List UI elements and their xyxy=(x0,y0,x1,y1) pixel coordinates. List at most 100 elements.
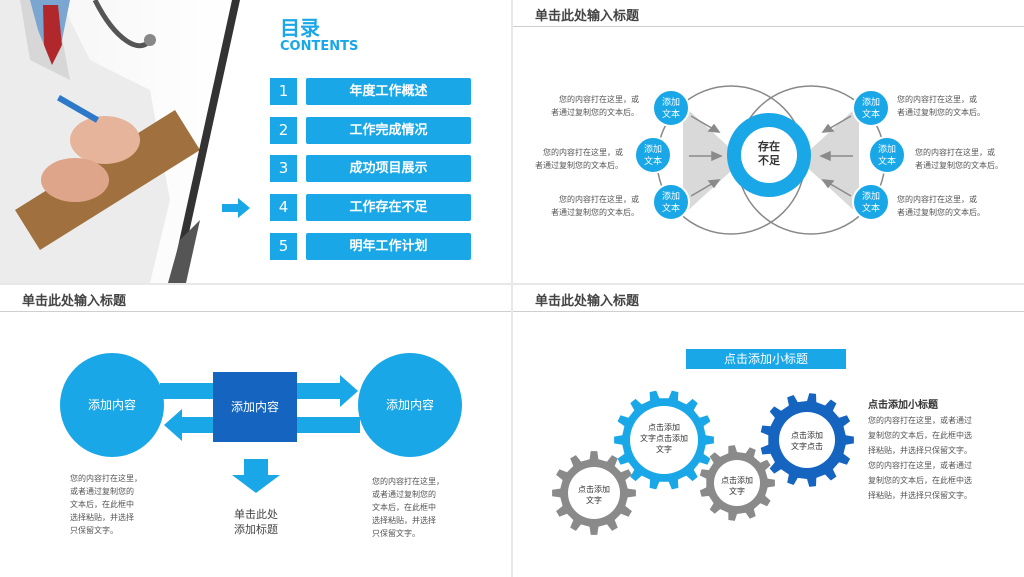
node-line: 添加 xyxy=(643,145,662,155)
text-line: 您的内容打在这里，或者通过 xyxy=(868,416,972,425)
side-title[interactable]: 点击添加小标题 xyxy=(868,400,938,411)
center-box[interactable]: 添加内容 xyxy=(213,372,297,442)
gear-gray-mid xyxy=(699,445,775,521)
text-line: 您的内容打在这里， xyxy=(70,474,142,483)
text-line: 选择粘贴，并选择 xyxy=(372,516,436,525)
text-line: 您的内容打在这里，或 xyxy=(543,148,623,157)
gear-line: 文字点击 xyxy=(791,442,823,451)
title-divider xyxy=(513,26,1024,27)
text-line: 或者通过复制您的 xyxy=(70,487,134,496)
toc-number: 1 xyxy=(270,78,297,105)
node-line: 添加 xyxy=(661,98,680,108)
gear-line: 点击添加 xyxy=(721,476,753,485)
text-line: 者通过复制您的文本后。 xyxy=(535,161,623,170)
node-line: 添加 xyxy=(661,192,680,202)
text-line: 您的内容打在这里，或 xyxy=(559,195,639,204)
right-circle[interactable]: 添加内容 xyxy=(358,353,462,457)
toc-subtitle: CONTENTS xyxy=(280,39,359,54)
right-text-3[interactable]: 您的内容打在这里，或者通过复制您的文本后。 xyxy=(897,193,1017,219)
node-right-1[interactable]: 添加文本 xyxy=(852,89,890,127)
bottom-label[interactable]: 单击此处 添加标题 xyxy=(206,507,306,537)
left-text-3[interactable]: 您的内容打在这里，或者通过复制您的文本后。 xyxy=(533,193,639,219)
side-text[interactable]: 您的内容打在这里，或者通过 复制您的文本后，在此框中选 择粘贴，并选择只保留文字… xyxy=(868,413,1018,503)
node-line: 文本 xyxy=(661,110,680,120)
gear-line: 点击添加 xyxy=(578,485,610,494)
node-line: 文本 xyxy=(643,157,662,167)
arrow-right-icon xyxy=(222,198,250,218)
gear-dark-blue xyxy=(760,393,854,487)
slide-contents[interactable]: 目录 CONTENTS 1 年度工作概述 2 工作完成情况 3 成功项目展示 4… xyxy=(0,0,511,283)
gear-line: 文字点击添加 xyxy=(640,434,688,443)
node-left-3[interactable]: 添加文本 xyxy=(652,183,690,221)
toc-label[interactable]: 明年工作计划 xyxy=(306,233,471,260)
gear-line: 文字 xyxy=(586,496,602,505)
slide-title[interactable]: 单击此处输入标题 xyxy=(22,294,127,309)
left-text-1[interactable]: 您的内容打在这里，或者通过复制您的文本后。 xyxy=(533,93,639,119)
node-line: 添加 xyxy=(861,192,880,202)
text-line: 只保留文字。 xyxy=(70,526,118,535)
label-line: 添加标题 xyxy=(234,523,278,536)
slide-title[interactable]: 单击此处输入标题 xyxy=(535,9,640,24)
slide-title[interactable]: 单击此处输入标题 xyxy=(535,294,640,309)
right-text-1[interactable]: 您的内容打在这里，或者通过复制您的文本后。 xyxy=(897,93,1017,119)
gear-line: 文字 xyxy=(729,487,745,496)
text-line: 者通过复制您的文本后。 xyxy=(551,208,639,217)
right-text[interactable]: 您的内容打在这里， 或者通过复制您的 文本后，在此框中 选择粘贴，并选择 只保留… xyxy=(372,475,472,540)
slide-shortcomings[interactable]: 单击此处输入标题 存在 不足 添加文本 添加文本 添加文本 添加文本 添加文本 xyxy=(513,0,1024,283)
center-line: 不足 xyxy=(758,154,780,167)
toc-label[interactable]: 成功项目展示 xyxy=(306,155,471,182)
text-line: 您的内容打在这里，或 xyxy=(915,148,995,157)
node-line: 文本 xyxy=(877,157,896,167)
text-line: 择粘贴，并选择只保留文字。 xyxy=(868,446,972,455)
text-line: 复制您的文本后，在此框中选 xyxy=(868,431,972,440)
left-text[interactable]: 您的内容打在这里， 或者通过复制您的 文本后，在此框中 选择粘贴，并选择 只保留… xyxy=(70,472,170,537)
text-line: 者通过复制您的文本后。 xyxy=(897,108,985,117)
text-line: 或者通过复制您的 xyxy=(372,490,436,499)
gear-gray-left xyxy=(552,451,636,535)
text-line: 者通过复制您的文本后。 xyxy=(915,161,1003,170)
gear-line: 点击添加 xyxy=(791,431,823,440)
text-line: 您的内容打在这里，或 xyxy=(559,95,639,104)
node-left-2[interactable]: 添加文本 xyxy=(634,136,672,174)
toc-label[interactable]: 年度工作概述 xyxy=(306,78,471,105)
title-divider xyxy=(513,311,1024,312)
text-line: 文本后，在此框中 xyxy=(70,500,134,509)
node-line: 文本 xyxy=(661,204,680,214)
toc-label[interactable]: 工作存在不足 xyxy=(306,194,471,221)
center-line: 存在 xyxy=(758,140,780,153)
toc-number: 4 xyxy=(270,194,297,221)
banner[interactable]: 点击添加小标题 xyxy=(686,349,846,369)
node-line: 文本 xyxy=(861,204,880,214)
gear-big-blue xyxy=(614,390,714,490)
label-line: 单击此处 xyxy=(234,508,278,521)
slide-gears[interactable]: 单击此处输入标题 点击添加小标题 点击添加 文字点击添加 文字 点击添加 文字 … xyxy=(513,285,1024,577)
gear-gray-mid-label[interactable]: 点击添加 文字 xyxy=(707,475,767,497)
text-line: 选择粘贴，并选择 xyxy=(70,513,134,522)
node-line: 添加 xyxy=(861,98,880,108)
text-line: 您的内容打在这里，或 xyxy=(897,195,977,204)
doctor-photo xyxy=(0,0,240,283)
gear-gray-left-label[interactable]: 点击添加 文字 xyxy=(564,484,624,506)
gear-dark-label[interactable]: 点击添加 文字点击 xyxy=(777,430,837,452)
toc-number: 2 xyxy=(270,117,297,144)
gears-graphic xyxy=(552,390,854,535)
node-left-1[interactable]: 添加文本 xyxy=(652,89,690,127)
right-text-2[interactable]: 您的内容打在这里，或者通过复制您的文本后。 xyxy=(915,146,1023,172)
node-line: 添加 xyxy=(877,145,896,155)
gear-big-label[interactable]: 点击添加 文字点击添加 文字 xyxy=(629,422,699,455)
text-line: 您的内容打在这里，或者通过 xyxy=(868,461,972,470)
text-line: 文本后，在此框中 xyxy=(372,503,436,512)
left-text-2[interactable]: 您的内容打在这里，或者通过复制您的文本后。 xyxy=(517,146,623,172)
slide-flow[interactable]: 单击此处输入标题 添加内容 添加内容 添加内容 单击此处 添加标题 您的内容打在… xyxy=(0,285,511,577)
title-divider xyxy=(0,311,511,312)
center-node[interactable]: 存在 不足 xyxy=(741,140,797,168)
toc-label[interactable]: 工作完成情况 xyxy=(306,117,471,144)
text-line: 者通过复制您的文本后。 xyxy=(897,208,985,217)
left-circle[interactable]: 添加内容 xyxy=(60,353,164,457)
toc-number: 3 xyxy=(270,155,297,182)
text-line: 只保留文字。 xyxy=(372,529,420,538)
toc-title: 目录 xyxy=(280,16,320,40)
node-right-2[interactable]: 添加文本 xyxy=(868,136,906,174)
toc-number: 5 xyxy=(270,233,297,260)
node-right-3[interactable]: 添加文本 xyxy=(852,183,890,221)
